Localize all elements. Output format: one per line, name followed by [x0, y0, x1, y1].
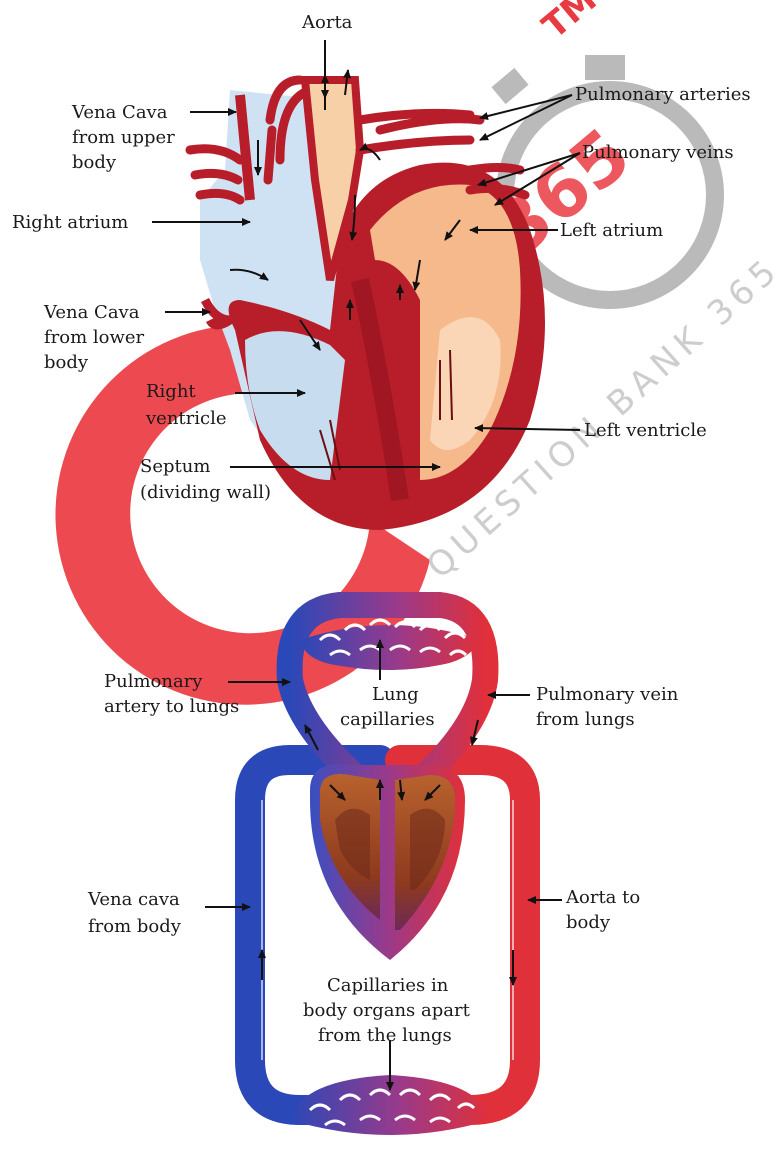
label-vena-cava-upper-line2: from upper: [72, 127, 175, 148]
label-body-capillaries-line1: Capillaries in: [327, 975, 449, 996]
label-vena-cava-upper-line3: body: [72, 152, 117, 173]
label-pulmonary-vein-line1: Pulmonary vein: [536, 684, 679, 705]
label-vena-cava-lower-line2: from lower: [44, 327, 145, 348]
label-septum-line1: Septum: [140, 456, 210, 477]
label-left-atrium: Left atrium: [560, 220, 663, 241]
label-left-ventricle: Left ventricle: [584, 420, 707, 441]
label-lung-capillaries-line2: capillaries: [340, 709, 435, 730]
label-body-capillaries-line3: from the lungs: [318, 1025, 452, 1046]
label-right-ventricle-line2: ventricle: [145, 408, 227, 429]
label-vena-cava-body-line2: from body: [88, 916, 182, 937]
label-pulmonary-veins: Pulmonary veins: [582, 142, 734, 163]
label-pulmonary-artery-line1: Pulmonary: [104, 671, 203, 692]
label-pulmonary-vein-line2: from lungs: [536, 709, 635, 730]
heart-illustration: [190, 70, 545, 530]
label-aorta-body-line1: Aorta to: [565, 887, 640, 908]
label-aorta-body-line2: body: [566, 912, 611, 933]
label-body-capillaries-line2: body organs apart: [303, 1000, 471, 1021]
label-right-ventricle-line1: Right: [146, 381, 196, 402]
label-pulmonary-artery-line2: artery to lungs: [104, 696, 239, 717]
label-vena-cava-body-line1: Vena cava: [87, 889, 180, 910]
label-vena-cava-upper-line1: Vena Cava: [71, 102, 168, 123]
label-right-atrium: Right atrium: [12, 212, 128, 233]
label-lung-capillaries-line1: Lung: [372, 684, 419, 705]
label-septum-line2: (dividing wall): [140, 482, 271, 503]
label-pulmonary-arteries: Pulmonary arteries: [575, 84, 751, 105]
pulmonary-artery-branches: [360, 113, 480, 150]
label-vena-cava-lower-line3: body: [44, 352, 89, 373]
label-vena-cava-lower-line1: Vena Cava: [43, 302, 140, 323]
label-aorta: Aorta: [301, 12, 353, 33]
right-heart-chambers: [245, 331, 345, 480]
upper-left-vessels: [190, 149, 240, 200]
watermark-tm: TM: [535, 0, 604, 47]
